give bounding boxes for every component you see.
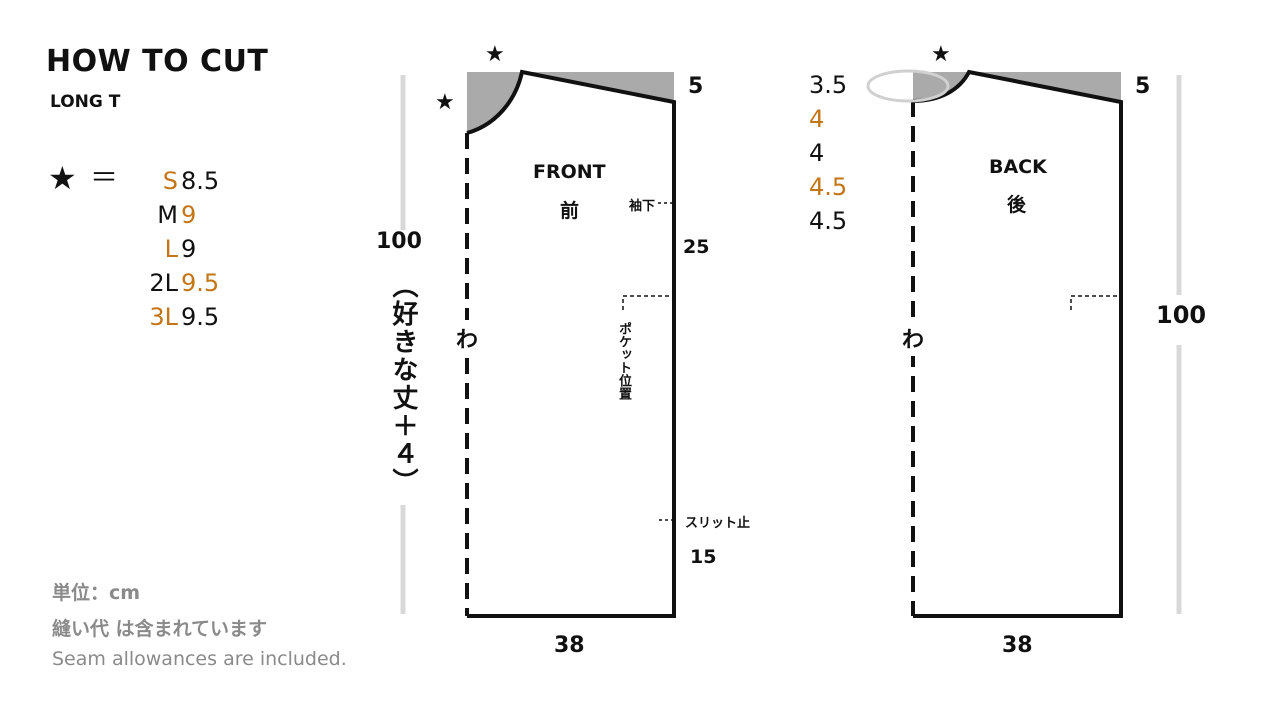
size-label: M <box>157 201 178 229</box>
size-label: 2L <box>149 269 178 297</box>
front-length: 100 <box>376 229 422 254</box>
equals-sign: ＝ <box>90 161 119 194</box>
front-fold-label: わ <box>456 320 479 356</box>
front-armhole-length: 25 <box>683 236 710 258</box>
front-label-en: FRONT <box>533 161 606 183</box>
front-label-jp: 前 <box>560 200 580 222</box>
back-width: 38 <box>1002 633 1033 658</box>
front-armhole-label: 袖下 <box>629 199 656 214</box>
size-value: 9 <box>181 235 197 263</box>
back-length: 100 <box>1156 301 1207 329</box>
page-title: HOW TO CUT <box>46 44 269 79</box>
size-value: 9.5 <box>181 303 220 331</box>
neck-depth-l: 4 <box>809 139 825 167</box>
back-fold-label: わ <box>902 320 925 356</box>
page-subtitle: LONG T <box>50 92 121 112</box>
front-outline <box>466 69 676 618</box>
back-neck-area <box>913 72 969 101</box>
front-length-note: （好きな丈＋４） <box>388 272 418 496</box>
front-shoulder-star-icon: ★ <box>485 42 505 67</box>
seam-note-en: Seam allowances are included. <box>52 648 347 670</box>
front-slit-label: スリット止 <box>685 516 751 531</box>
back-outline <box>912 69 1123 618</box>
back-label-en: BACK <box>989 156 1047 178</box>
front-pocket-label: ポケット位置 <box>616 322 631 400</box>
back-shoulder-star-icon: ★ <box>931 42 951 67</box>
seam-note-jp: 縫い代 は含まれています <box>52 618 268 640</box>
unit-note: 単位：cm <box>52 582 141 604</box>
neck-depth-m: 4 <box>809 105 825 133</box>
neck-depth-2l: 4.5 <box>809 173 848 201</box>
front-pocket-mark-line <box>622 295 674 310</box>
back-pocket-mark-line <box>1070 295 1121 310</box>
size-value: 9 <box>181 201 197 229</box>
front-shoulder-drop: 5 <box>688 74 704 99</box>
back-neck-depth-list: 3.5 4 4 4.5 4.5 <box>809 68 847 238</box>
size-value: 9.5 <box>181 269 220 297</box>
front-width: 38 <box>554 633 585 658</box>
back-neck-highlight <box>866 69 950 103</box>
size-value: 8.5 <box>181 167 220 195</box>
star-icon: ★ <box>48 159 77 197</box>
back-shoulder-drop: 5 <box>1135 74 1151 99</box>
front-neck-star-icon: ★ <box>435 90 455 115</box>
front-slit-length: 15 <box>690 546 717 568</box>
size-label: S <box>162 167 178 195</box>
size-label: 3L <box>149 303 178 331</box>
neck-depth-s: 3.5 <box>809 71 848 99</box>
back-label-jp: 後 <box>1007 194 1027 216</box>
size-label: L <box>164 235 178 263</box>
neck-depth-3l: 4.5 <box>809 207 848 235</box>
front-neck-area <box>467 72 522 133</box>
